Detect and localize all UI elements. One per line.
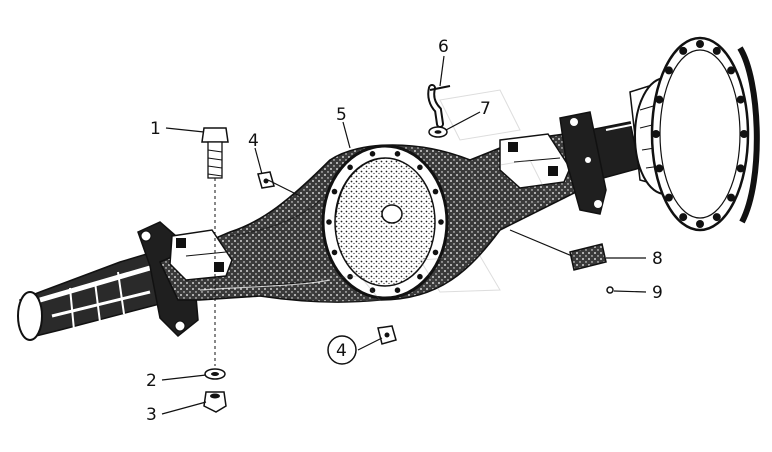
right-spring-seat xyxy=(499,133,571,189)
callout-2: 2 xyxy=(146,371,157,391)
wheel-hub xyxy=(629,36,760,232)
ring-bolt xyxy=(331,188,338,195)
callouts: 1 2 3 4 4 5 6 7 8 9 xyxy=(146,37,663,425)
part-washer xyxy=(204,368,226,380)
callout-4-bottom: 4 xyxy=(336,341,347,361)
hub-stud xyxy=(655,164,664,173)
hub-stud xyxy=(736,164,745,173)
ring-bolt xyxy=(347,164,353,171)
ring-bolt xyxy=(347,273,353,280)
ring-bolt xyxy=(417,164,423,171)
hub-studs xyxy=(652,40,748,228)
leader-lines xyxy=(161,55,647,415)
hub-stud xyxy=(655,95,664,104)
hub-stud xyxy=(679,213,688,222)
ring-bolt xyxy=(369,151,376,157)
hub-stud xyxy=(712,213,721,222)
part-plug-bottom xyxy=(377,325,397,345)
ring-bolt xyxy=(417,273,423,280)
hub-stud xyxy=(664,193,673,202)
hub-stud xyxy=(664,66,673,75)
part-plug-top xyxy=(257,171,275,189)
hub-stud xyxy=(679,46,688,55)
callout-4-top: 4 xyxy=(248,131,259,151)
part-breather-tube xyxy=(427,84,451,128)
part-nut xyxy=(203,391,227,413)
hub-stud xyxy=(696,220,704,228)
differential-flange-ring xyxy=(321,144,449,300)
ring-bolt xyxy=(432,249,439,256)
hub-stud xyxy=(712,46,721,55)
axle-housing xyxy=(17,36,760,341)
callout-1: 1 xyxy=(150,119,161,139)
part-bolt xyxy=(201,127,229,366)
callout-7: 7 xyxy=(480,99,491,119)
hub-stud xyxy=(736,95,745,104)
callout-9: 9 xyxy=(652,283,663,303)
ring-bolts xyxy=(326,151,444,294)
callout-3: 3 xyxy=(146,405,157,425)
ring-bolt xyxy=(438,219,444,225)
hub-stud xyxy=(727,193,736,202)
ring-bolt xyxy=(369,287,376,294)
part-breather-washer xyxy=(428,126,448,138)
callout-8: 8 xyxy=(652,249,663,269)
ring-bolt xyxy=(432,188,439,195)
hub-stud xyxy=(727,66,736,75)
ring-bolt xyxy=(331,249,338,256)
hub-stud xyxy=(696,40,704,48)
hub-stud xyxy=(652,130,660,138)
left-spring-seat xyxy=(169,229,233,281)
callout-6: 6 xyxy=(438,37,449,57)
hub-stud xyxy=(740,130,748,138)
callout-5: 5 xyxy=(336,105,347,125)
part-nameplate xyxy=(569,243,607,271)
ring-bolt xyxy=(326,219,332,225)
part-rivet xyxy=(606,286,614,294)
ring-bolt xyxy=(394,151,401,157)
right-axle-tube xyxy=(559,111,641,215)
ring-bolt xyxy=(394,287,401,294)
left-axle-shaft xyxy=(17,249,176,341)
callout-4-circle xyxy=(327,335,357,365)
